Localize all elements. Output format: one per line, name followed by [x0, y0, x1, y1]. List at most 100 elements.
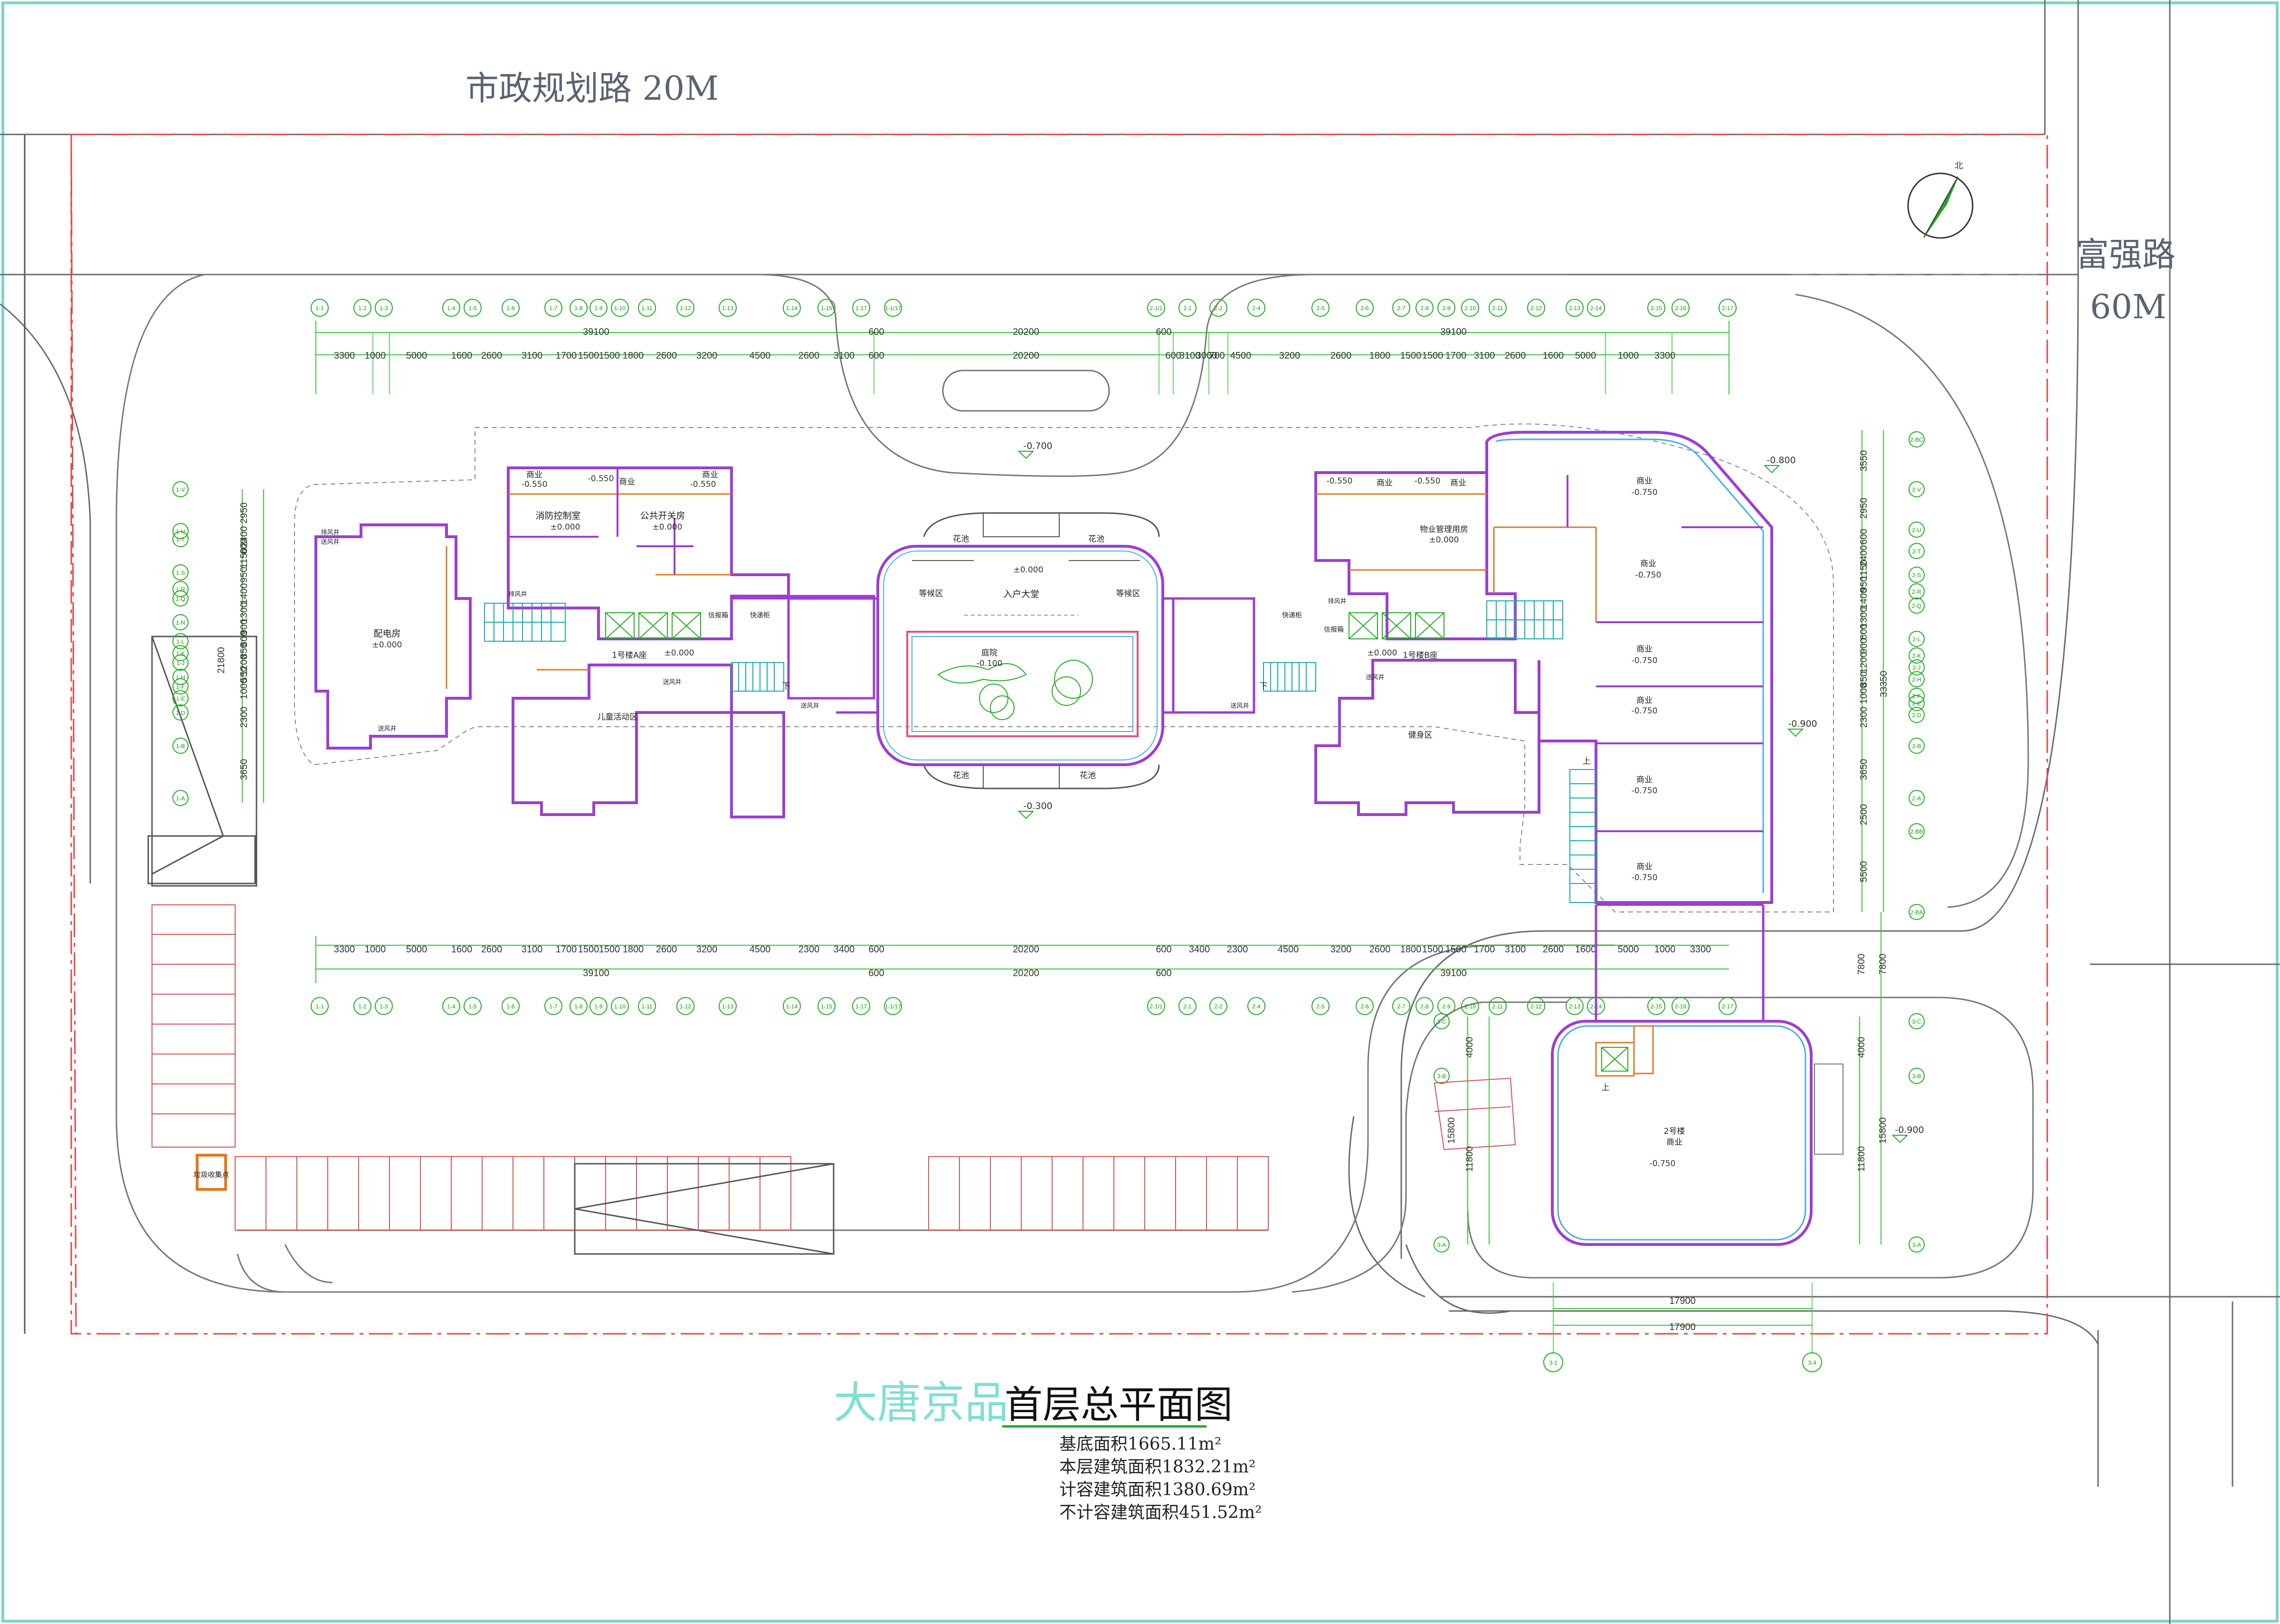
shaft-8: 送风井 — [1366, 674, 1384, 681]
dim-b1-bottom-14: 3400 — [834, 944, 855, 955]
kids-area: 儿童活动区 — [598, 712, 638, 722]
base-area: 基底面积1665.11m² — [1059, 1434, 1221, 1454]
axis-bottom-1-2: 1-2 — [358, 1003, 367, 1010]
dim-b3-left-total: 15800 — [1446, 1117, 1457, 1144]
dim-b1-bottom-12: 4500 — [750, 944, 771, 955]
axis-left-1-J-circle — [172, 655, 189, 671]
axis-bottom-2-12: 2-12 — [1530, 1003, 1542, 1010]
axis-bottom-2-9-circle — [1437, 997, 1455, 1015]
dim-b2-bottom-5: 1800 — [1400, 944, 1422, 955]
dim-mid-small-2: 600 — [1156, 327, 1171, 337]
gym-area: 健身区 — [1408, 731, 1433, 740]
axis-left-1-H-circle — [172, 669, 189, 685]
axis-left-1-Q: 1-Q — [176, 596, 185, 602]
dim-b2-bottom-10: 2600 — [1543, 944, 1564, 955]
axis-bottom-1-13-circle — [719, 997, 737, 1015]
dim-b2-top-4: 4500 — [1230, 351, 1252, 361]
axis-top-2-9: 2-9 — [1442, 305, 1451, 312]
dim-b3-right-0: 4000 — [1856, 1037, 1867, 1058]
garden-level-value: -0.100 — [977, 659, 1003, 668]
dim-b3-mid-2: 7800 — [1878, 954, 1888, 975]
garden-label: 庭院 — [981, 648, 998, 658]
axis-bottom-2-7-circle — [1392, 997, 1410, 1015]
axis-top-2-11: 2-11 — [1492, 305, 1503, 312]
bldg2-shop: 商业 — [1666, 1138, 1682, 1147]
dim-b2-right-5: 950 — [1859, 576, 1869, 592]
bldg1b-level: ±0.000 — [1368, 648, 1397, 658]
axis-bottom-2-16-circle — [1672, 997, 1690, 1015]
axis-right-2-A-circle — [1909, 790, 1925, 806]
dim-b3-right-1: 11800 — [1856, 1146, 1867, 1172]
stair-1b-south — [1263, 662, 1316, 692]
dim-b2-right-8: 600 — [1859, 624, 1869, 639]
axis-bottom-2-12-circle — [1527, 997, 1545, 1015]
axis-left-1-L-circle — [172, 633, 189, 649]
axis-top-1-7-circle — [544, 299, 562, 317]
dim-b2-top-3: 700 — [1209, 351, 1225, 361]
stair-1a-south — [731, 662, 784, 692]
axis-top-2-13: 2-13 — [1569, 305, 1580, 312]
axis-top-2-7: 2-7 — [1397, 305, 1406, 312]
axis-bottom-2-1/1: 2-1/1 — [1150, 1003, 1163, 1010]
dim-b1-bottom-7: 1500 — [578, 944, 599, 955]
parking-south-right — [928, 1156, 1269, 1231]
axis-top-2-1-circle — [1178, 299, 1197, 317]
axis-top-2-15: 2-15 — [1651, 305, 1662, 312]
axis-bottom-1-1: 1-1 — [315, 1003, 324, 1010]
axis-right-2-L-circle — [1909, 631, 1925, 647]
axis-bottom-2-2-circle — [1209, 997, 1227, 1015]
axis-bottom-1-9: 1-9 — [594, 1003, 603, 1010]
dim-b2-bottom-12: 5000 — [1618, 944, 1639, 955]
stair-1b — [1486, 600, 1563, 639]
axis-bottom-1-4: 1-4 — [447, 1003, 456, 1010]
dim-b2-top-9: 1500 — [1422, 351, 1444, 361]
axis-left-1-D-circle — [172, 704, 189, 721]
dim-mid-total-top-2: 20200 — [1013, 351, 1039, 361]
north-arrow-label: 北 — [1955, 161, 1963, 171]
dim-b1-bottom-15: 600 — [868, 944, 884, 955]
east-road-width: 60M — [2090, 287, 2166, 326]
dim-mid-total-top: 20200 — [1013, 327, 1039, 337]
dim-b1-left-5: 1400 — [239, 583, 249, 605]
shop-1b-2-level: -0.550 — [1415, 476, 1441, 486]
axis-bottom-1-8: 1-8 — [574, 1003, 583, 1010]
public-switch-level: ±0.000 — [653, 522, 683, 532]
axis-bottom-1-11: 1-11 — [641, 1003, 652, 1010]
parking-south-left — [235, 1156, 791, 1231]
axis-top-1-12-circle — [676, 299, 694, 317]
axis-top-2-4: 2-4 — [1252, 305, 1261, 312]
axis-bottom-2-6: 2-6 — [1360, 1003, 1369, 1010]
dim-b2-bottom-7: 1500 — [1445, 944, 1467, 955]
bldg2-label: 2号楼 — [1664, 1127, 1685, 1136]
dim-b1-left-11: 550 — [239, 666, 249, 682]
dim-b1-top-5: 3100 — [522, 351, 543, 361]
axis-bottom-1-12: 1-12 — [680, 1003, 691, 1010]
garbage-label: 垃圾收集点 — [193, 1170, 229, 1179]
axis-b3-bottom-3-1-circle — [1543, 1352, 1563, 1372]
axis-top-1-9-circle — [589, 299, 608, 317]
flower-nw: 花池 — [953, 534, 969, 544]
axis-top-2-12: 2-12 — [1530, 305, 1542, 312]
axis-right-2-S: 2-S — [1912, 572, 1921, 579]
axis-left-1-D: 1-D — [176, 710, 185, 716]
power-room: 配电房 — [373, 628, 400, 639]
axis-top-1-11: 1-11 — [641, 305, 652, 312]
axis-bottom-1-7: 1-7 — [549, 1003, 558, 1010]
axis-bottom-1-3-circle — [375, 997, 393, 1015]
axis-top-1-4: 1-4 — [447, 305, 456, 312]
axis-top-2-17: 2-17 — [1722, 305, 1733, 312]
axis-top-1-2: 1-2 — [358, 305, 367, 312]
dim-b2-right-9: 900 — [1859, 638, 1869, 654]
axis-left-1-E: 1-E — [176, 695, 185, 702]
axis-bottom-1-1-circle — [311, 997, 329, 1015]
dim-b3-right-total: 15800 — [1878, 1117, 1888, 1144]
non-far-area: 不计容建筑面积451.52m² — [1059, 1503, 1262, 1522]
axis-top-2-5-circle — [1311, 299, 1330, 317]
building-1b-walls — [1172, 431, 1773, 906]
shop-1a-1-level: -0.550 — [522, 480, 548, 489]
axis-left-1-A: 1-A — [176, 795, 185, 802]
axis-right-2-D: 2-D — [1912, 712, 1921, 719]
dim-b2-bottom-4: 2600 — [1369, 944, 1391, 955]
